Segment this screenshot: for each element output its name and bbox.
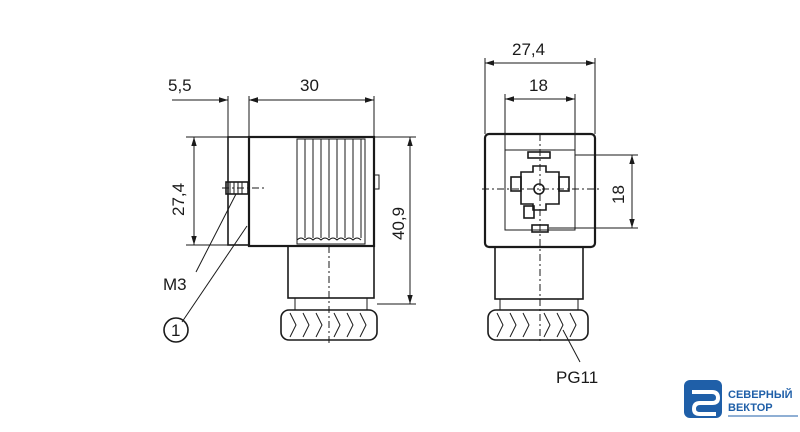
side-gland-body — [287, 245, 375, 299]
side-view: 5,5 30 27,4 40,9 M3 1 — [163, 76, 416, 344]
dim-side-total-height: 40,9 — [389, 207, 408, 240]
side-ribs — [296, 138, 366, 245]
company-logo: СЕВЕРНЫЙ ВЕКТОР — [684, 380, 798, 418]
m3-leader — [195, 193, 237, 273]
logo-line2: ВЕКТОР — [728, 402, 773, 414]
pg11-leader — [562, 329, 581, 363]
callout-leader — [181, 225, 248, 323]
label-thread: M3 — [163, 275, 187, 294]
side-gland-nut — [280, 309, 378, 341]
dim-side-offset: 5,5 — [168, 76, 192, 95]
front-view: 27,4 18 18 PG11 — [482, 40, 638, 387]
dim-side-height: 27,4 — [169, 183, 188, 216]
dim-front-width: 27,4 — [512, 40, 545, 59]
side-body — [247, 135, 376, 248]
dim-front-inner-width: 18 — [529, 76, 548, 95]
logo-line1: СЕВЕРНЫЙ — [728, 388, 793, 401]
dim-front-inner-height: 18 — [609, 185, 628, 204]
side-latch — [373, 174, 380, 190]
label-cable-gland: PG11 — [556, 368, 598, 387]
front-gland-nut — [487, 309, 589, 341]
logo-mark-icon — [684, 380, 722, 418]
callout-number: 1 — [171, 321, 180, 340]
callout-circle — [163, 317, 189, 343]
front-gland-body — [494, 246, 584, 300]
dim-side-length: 30 — [300, 76, 319, 95]
